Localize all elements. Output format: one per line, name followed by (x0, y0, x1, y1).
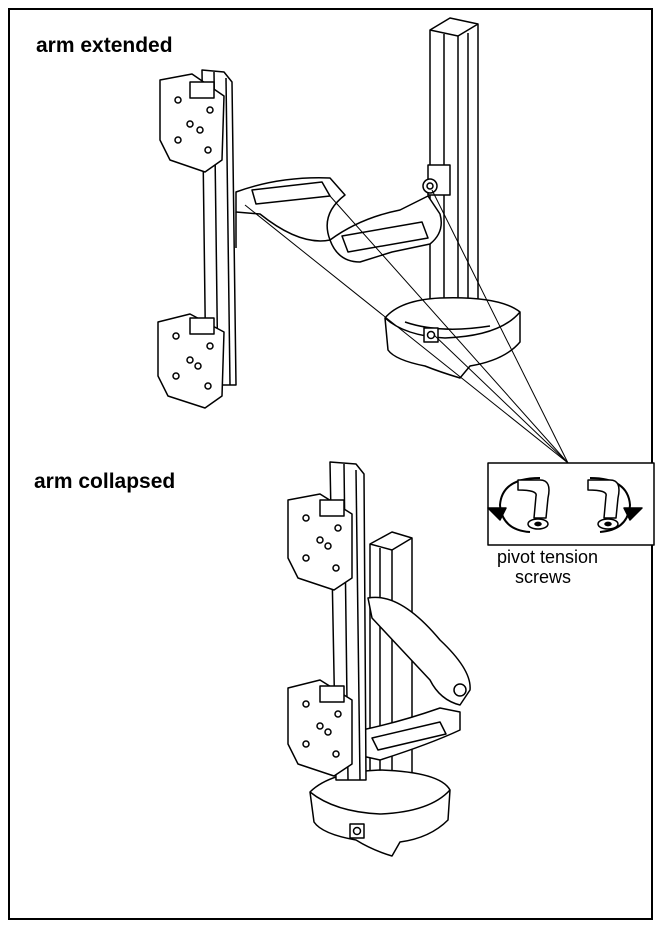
counterclockwise-arrow-icon (487, 477, 550, 533)
arm-segment-lower (329, 178, 442, 263)
collapsed-mount (287, 461, 471, 857)
monitor-plate-bottom (157, 313, 225, 409)
arm-collapsed (361, 596, 471, 761)
callout-caption-line2: screws (515, 567, 572, 587)
pole (427, 17, 479, 326)
arm-segment-upper (235, 177, 346, 248)
pivot-tension-callout (487, 462, 655, 546)
arm-collapsed-label: arm collapsed (34, 470, 176, 493)
monitor-plate-bottom (287, 679, 353, 777)
base (384, 297, 521, 379)
leader-lines (244, 189, 569, 464)
clockwise-arrow-icon (587, 477, 643, 533)
arm-extended-label: arm extended (36, 34, 173, 57)
monitor-plate-top (287, 493, 353, 591)
callout-caption-line1: pivot tension (497, 547, 599, 567)
base (309, 769, 451, 857)
monitor-plate-top (159, 73, 225, 173)
extended-mount (157, 17, 521, 409)
